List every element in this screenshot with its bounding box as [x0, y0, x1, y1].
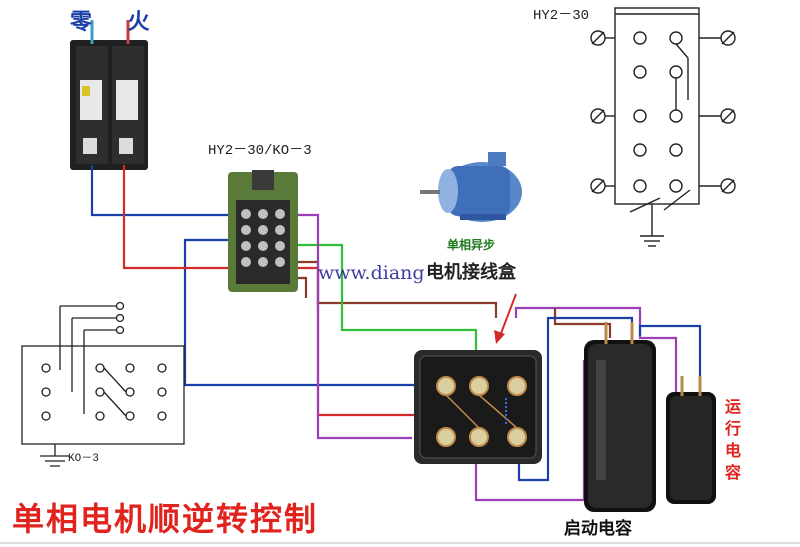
- terminal-a: [590, 30, 615, 46]
- motor-icon: [420, 152, 522, 222]
- terminal-d3: [699, 178, 736, 194]
- zero-fire-label: 零 火: [70, 10, 164, 35]
- rotary-switch: [228, 170, 298, 292]
- live-wire: [122, 165, 238, 270]
- run-capacitor-label: 运行电容: [724, 397, 741, 482]
- run-capacitor: [666, 376, 716, 504]
- circuit-breaker: [70, 20, 148, 170]
- motor-name-label: 单相异步: [447, 238, 496, 252]
- ko-3-schematic: [21, 301, 185, 467]
- terminal-b: [590, 108, 615, 124]
- pointer-arrow: [494, 293, 517, 344]
- terminal-d1: [699, 30, 736, 46]
- watermark-text: www.diang: [318, 262, 425, 284]
- blue-wire-cap: [517, 316, 634, 482]
- hy2-30-ko3-label: HY2－30/KO－3: [208, 143, 312, 159]
- ko-3-label: KO－3: [68, 453, 99, 465]
- hy2-30-schematic: [590, 7, 736, 247]
- start-capacitor-label: 启动电容: [564, 519, 632, 539]
- terminal-d2: [699, 108, 736, 124]
- green-wire: [290, 243, 478, 378]
- brown-wire-1: [553, 308, 612, 338]
- page-title: 单相电机顺逆转控制: [12, 500, 319, 538]
- hy2-30-label: HY2－30: [533, 8, 590, 24]
- neutral-wire: [90, 165, 238, 217]
- terminal-c: [590, 178, 615, 194]
- purple-wire-run: [514, 306, 678, 392]
- purple-wire-top: [290, 213, 412, 440]
- junction-box-label: 电机接线盒: [426, 262, 516, 283]
- junction-box: [414, 350, 542, 464]
- blue-wire-run: [638, 324, 702, 392]
- start-capacitor: [584, 322, 656, 512]
- neutral-wire-2: [183, 238, 472, 387]
